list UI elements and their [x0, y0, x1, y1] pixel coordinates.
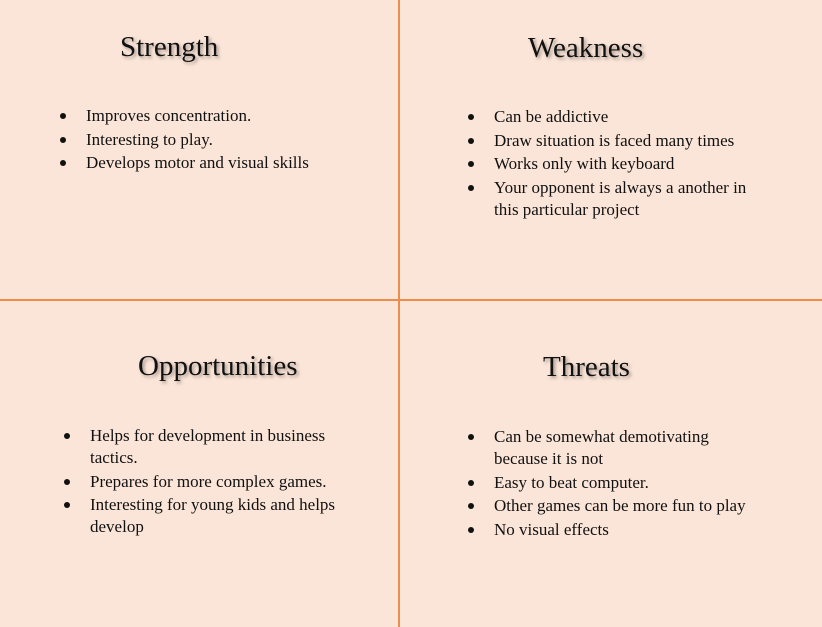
list-item: Interesting to play. [58, 129, 378, 151]
vertical-divider [398, 0, 400, 627]
list-item: Other games can be more fun to play [466, 495, 750, 517]
list-item: Easy to beat computer. [466, 472, 750, 494]
list-item: Prepares for more complex games. [62, 471, 362, 493]
weakness-list: Can be addictive Draw situation is faced… [466, 106, 772, 222]
strength-list: Improves concentration. Interesting to p… [58, 105, 378, 176]
weakness-title: Weakness [528, 32, 644, 64]
threats-title: Threats [543, 351, 630, 383]
opportunities-title: Opportunities [138, 350, 298, 382]
quadrant-strength: Strength Improves concentration. Interes… [0, 0, 398, 299]
strength-title: Strength [120, 31, 219, 63]
list-item: Works only with keyboard [466, 153, 772, 175]
list-item: Helps for development in business tactic… [62, 425, 362, 469]
quadrant-weakness: Weakness Can be addictive Draw situation… [400, 0, 822, 299]
quadrant-threats: Threats Can be somewhat demotivating bec… [400, 301, 822, 627]
list-item: Develops motor and visual skills [58, 152, 378, 174]
list-item: Can be addictive [466, 106, 772, 128]
quadrant-opportunities: Opportunities Helps for development in b… [0, 301, 398, 627]
horizontal-divider [0, 299, 822, 301]
list-item: Improves concentration. [58, 105, 378, 127]
list-item: Your opponent is always a another in thi… [466, 177, 772, 221]
opportunities-list: Helps for development in business tactic… [62, 425, 362, 540]
list-item: No visual effects [466, 519, 750, 541]
list-item: Interesting for young kids and helps dev… [62, 494, 362, 538]
list-item: Can be somewhat demotivating because it … [466, 426, 750, 470]
threats-list: Can be somewhat demotivating because it … [466, 426, 750, 542]
list-item: Draw situation is faced many times [466, 130, 772, 152]
